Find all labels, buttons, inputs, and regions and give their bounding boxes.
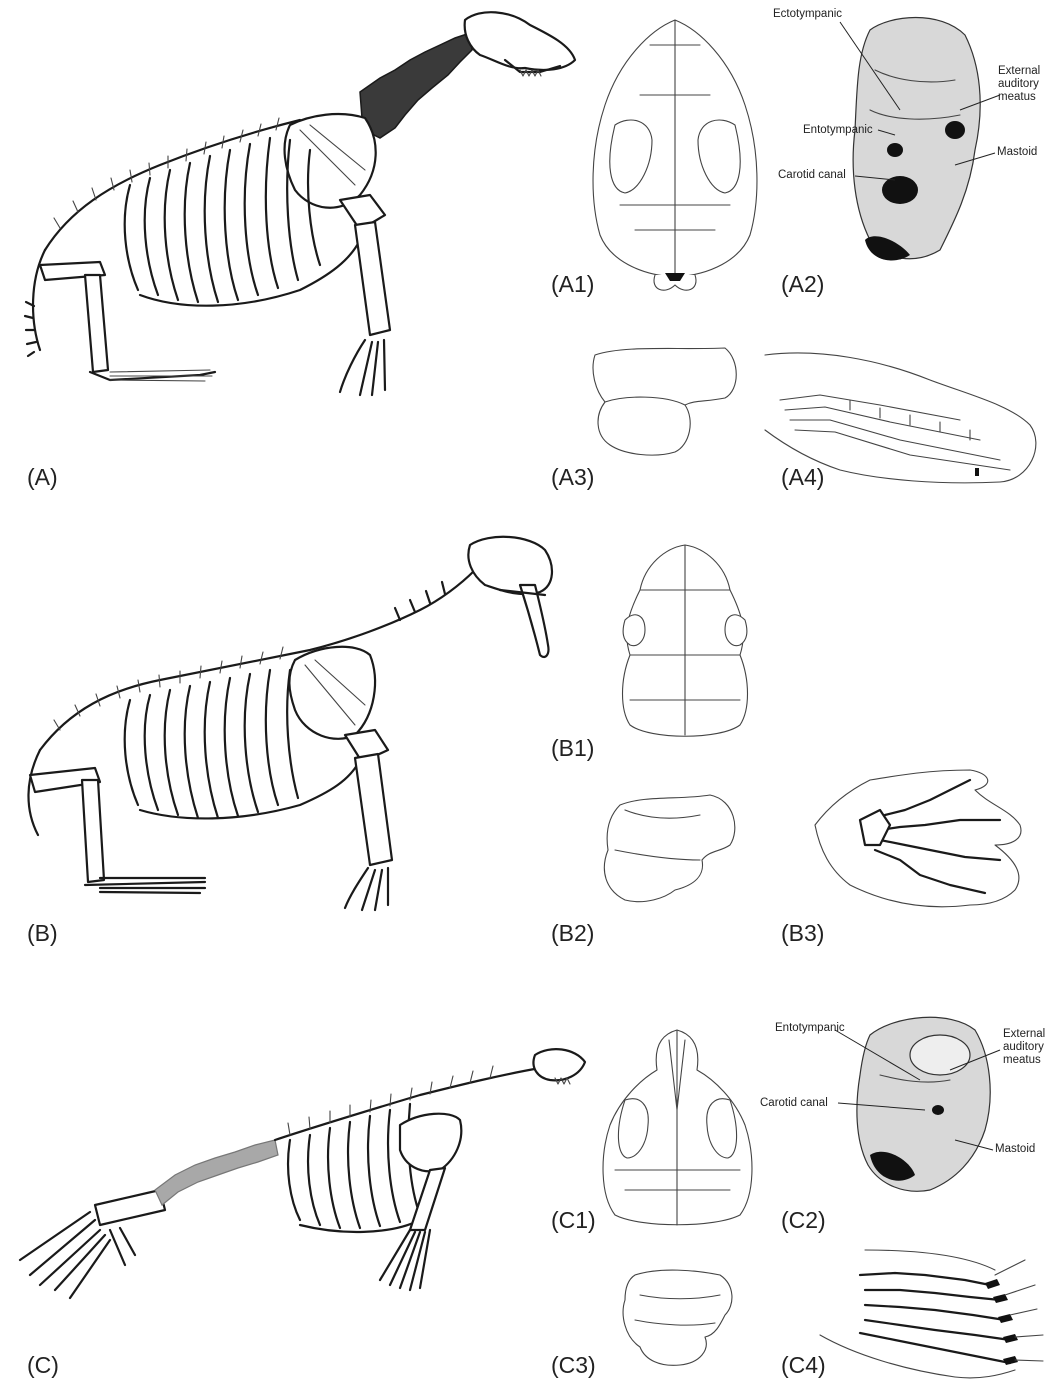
annotation-mastoid-c2: Mastoid — [995, 1143, 1035, 1156]
annotation-carotid-canal-a2: Carotid canal — [778, 169, 846, 182]
panel-label-b: (B) — [27, 920, 58, 947]
panel-label-b3: (B3) — [781, 920, 824, 947]
panel-label-a1: (A1) — [551, 271, 594, 298]
annotation-ectotympanic-a2: Ectotympanic — [773, 8, 842, 21]
annotation-external-auditory-meatus-c2: External auditory meatus — [1003, 1028, 1045, 1068]
panel-label-a: (A) — [27, 464, 58, 491]
panel-label-b1: (B1) — [551, 735, 594, 762]
annotation-carotid-canal-c2: Carotid canal — [760, 1097, 828, 1110]
panel-label-a2: (A2) — [781, 271, 824, 298]
panel-label-c1: (C1) — [551, 1207, 596, 1234]
annotation-external-auditory-meatus-a2: External auditory meatus — [998, 65, 1040, 105]
panel-label-c4: (C4) — [781, 1352, 826, 1379]
panel-label-b2: (B2) — [551, 920, 594, 947]
panel-label-c3: (C3) — [551, 1352, 596, 1379]
panel-label-a4: (A4) — [781, 464, 824, 491]
annotation-entotympanic-a2: Entotympanic — [803, 124, 873, 137]
annotation-entotympanic-c2: Entotympanic — [775, 1022, 845, 1035]
panel-label-a3: (A3) — [551, 464, 594, 491]
panel-label-c: (C) — [27, 1352, 59, 1379]
panel-label-c2: (C2) — [781, 1207, 826, 1234]
annotation-mastoid-a2: Mastoid — [997, 146, 1037, 159]
